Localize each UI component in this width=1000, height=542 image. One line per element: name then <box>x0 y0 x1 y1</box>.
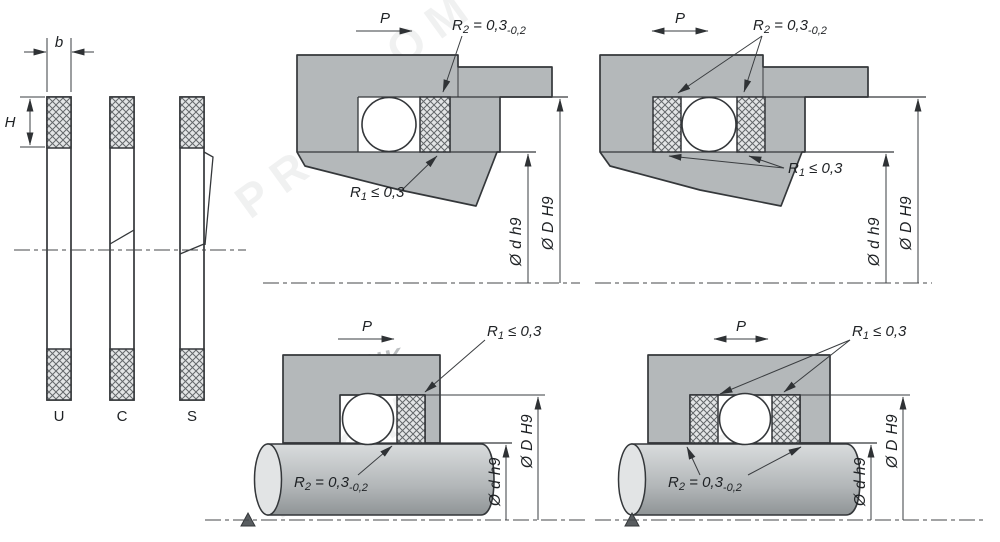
rod-end-face <box>253 443 283 516</box>
hatched-cross-section <box>46 348 72 401</box>
pressure-label: P <box>675 10 685 27</box>
rod-end-face <box>617 443 647 516</box>
rod-diameter-label: Ø d h9 <box>866 217 883 267</box>
profile-section: b H U C <box>5 34 246 425</box>
backup-ring <box>771 394 801 444</box>
pressure-label: P <box>736 318 746 335</box>
r2-label: R2 = 0,3-0,2 <box>753 17 827 37</box>
diagram-rod-seal-double: P R2 = 0,3-0,2 R1 ≤ 0,3 Ø d h9 Ø D H9 <box>595 10 932 284</box>
r1-annotation: R1 ≤ 0,3 <box>668 153 843 179</box>
r2-label: R2 = 0,3-0,2 <box>668 474 742 494</box>
backup-ring <box>689 394 719 444</box>
rod-cylinder <box>631 443 861 516</box>
r2-label: R2 = 0,3-0,2 <box>452 17 526 37</box>
diameter-dimensions: Ø d h9 Ø D H9 <box>866 98 922 283</box>
h-dimension-label: H <box>5 114 16 131</box>
dimension-H: H <box>5 96 45 148</box>
r2-label: R2 = 0,3-0,2 <box>294 474 368 494</box>
bore-diameter-label: Ø D H9 <box>898 196 915 251</box>
profile-c <box>109 96 135 401</box>
rod-diameter-label: Ø d h9 <box>487 457 504 507</box>
hatched-cross-section <box>109 96 135 149</box>
pressure-arrow: P <box>356 10 413 35</box>
diagram-rod-seal-single: P R2 = 0,3-0,2 R1 ≤ 0,3 Ø d h9 Ø D H9 <box>263 10 580 284</box>
diameter-dimensions: Ø d h9 Ø D H9 <box>852 396 907 520</box>
step-cut <box>203 151 214 246</box>
o-ring <box>681 96 737 153</box>
bore-diameter-label: Ø D H9 <box>884 414 901 469</box>
rod-diameter-label: Ø d h9 <box>508 217 525 267</box>
profile-u <box>46 96 72 401</box>
o-ring <box>361 96 417 153</box>
backup-ring <box>652 96 682 153</box>
r2-annotation: R2 = 0,3-0,2 <box>294 445 393 494</box>
diagram-piston-seal-double: P R1 ≤ 0,3 R2 = 0,3-0,2 Ø d h9 Ø D H9 <box>595 318 985 527</box>
diagram-piston-seal-single: P R1 ≤ 0,3 R2 = 0,3-0,2 Ø d h9 Ø D H9 <box>205 318 585 527</box>
pressure-label: P <box>362 318 372 335</box>
backup-ring <box>736 96 766 153</box>
r1-label: R1 ≤ 0,3 <box>788 160 843 179</box>
hatched-cross-section <box>179 96 205 149</box>
backup-ring <box>396 394 426 444</box>
profile-s <box>179 96 214 401</box>
rod-diameter-label: Ø d h9 <box>852 457 869 507</box>
r1-annotation: R1 ≤ 0,3 <box>424 323 542 393</box>
pressure-arrow: P <box>713 318 769 343</box>
pressure-label: P <box>380 10 390 27</box>
r2-annotation: R2 = 0,3-0,2 <box>677 17 827 94</box>
r2-annotation: R2 = 0,3-0,2 <box>442 17 526 93</box>
r1-label: R1 ≤ 0,3 <box>350 184 405 203</box>
bore-diameter-label: Ø D H9 <box>540 196 557 251</box>
rod-cylinder <box>267 443 495 516</box>
pressure-arrow: P <box>651 10 709 35</box>
diameter-dimensions: Ø d h9 Ø D H9 <box>487 396 542 520</box>
diagonal-cut <box>109 229 135 245</box>
o-ring <box>341 392 395 446</box>
r1-label: R1 ≤ 0,3 <box>852 323 907 342</box>
b-dimension-label: b <box>55 34 63 51</box>
bore-diameter-label: Ø D H9 <box>519 414 536 469</box>
pressure-arrow: P <box>338 318 395 343</box>
hatched-cross-section <box>109 348 135 401</box>
profile-type-u: U <box>54 408 65 425</box>
profile-type-c: C <box>117 408 128 425</box>
dimension-b: b <box>24 34 94 92</box>
step-cut-inner <box>179 243 205 255</box>
o-ring <box>718 392 772 446</box>
r2-annotation: R2 = 0,3-0,2 <box>668 446 802 494</box>
profile-type-s: S <box>187 408 197 425</box>
r1-annotation: R1 ≤ 0,3 <box>719 323 907 395</box>
hatched-cross-section <box>46 96 72 149</box>
backup-ring <box>419 96 451 153</box>
r1-annotation: R1 ≤ 0,3 <box>350 155 438 203</box>
diameter-dimensions: Ø d h9 Ø D H9 <box>508 96 568 283</box>
hatched-cross-section <box>179 348 205 401</box>
r1-label: R1 ≤ 0,3 <box>487 323 542 342</box>
